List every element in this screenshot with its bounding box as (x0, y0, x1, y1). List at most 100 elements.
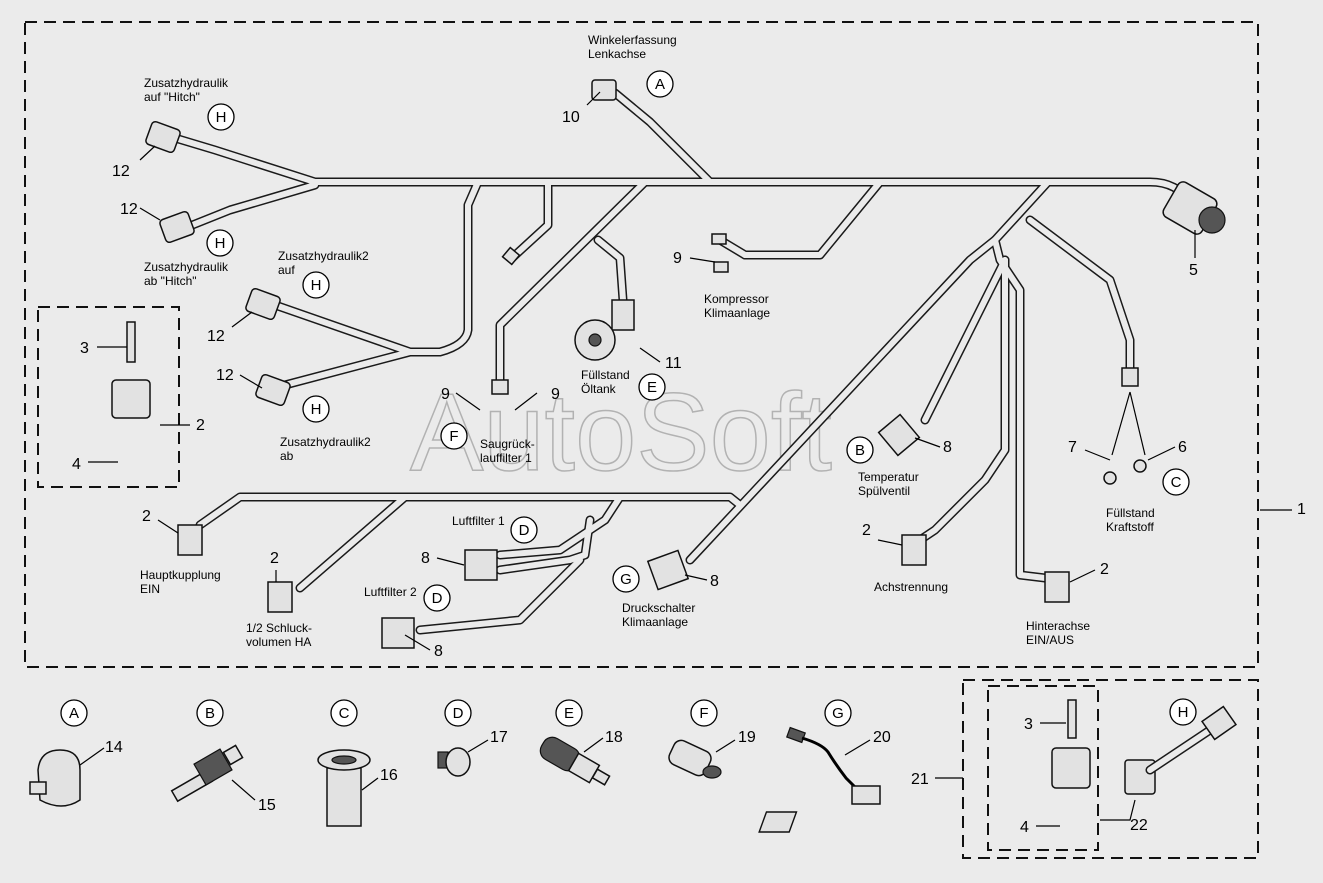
part-number: 8 (710, 573, 719, 590)
label-zh2-auf-2: auf (278, 263, 295, 277)
callout-circle (510, 516, 538, 544)
part-number: 12 (207, 328, 225, 345)
callout-circle (206, 229, 234, 257)
flat-connectors-8 (381, 413, 921, 649)
label-achstrennung: Achstrennung (874, 580, 948, 594)
callout-letter: H (311, 277, 322, 294)
label-winkel-1: Winkelerfassung (588, 33, 677, 47)
label-fuellstand-oel-2: Öltank (581, 382, 617, 396)
label-fuellstand-kraft-2: Kraftstoff (1106, 520, 1154, 534)
ring-terminals (1103, 391, 1147, 485)
label-luftfilter1: Luftfilter 1 (452, 514, 505, 528)
detail-circle (690, 699, 718, 727)
callout-letter: D (432, 590, 443, 607)
hydraulic-connectors (145, 120, 291, 407)
part-number: 22 (1130, 817, 1148, 834)
detail-letter: G (832, 705, 844, 722)
callout-letter: E (647, 379, 657, 396)
part-number: 4 (1020, 819, 1029, 836)
part-number: 8 (943, 439, 952, 456)
part-number: 9 (441, 386, 450, 403)
angle-sensor-14 (29, 749, 81, 807)
detail-circle (330, 699, 358, 727)
label-winkel-2: Lenkachse (588, 47, 646, 61)
callout-circle (646, 70, 674, 98)
watermark: AutoSoft (410, 371, 832, 494)
part-number: 12 (120, 201, 138, 218)
label-schluck-1: 1/2 Schluck- (246, 621, 312, 635)
label-temperatur-2: Spülventil (858, 484, 910, 498)
callout-circle (846, 436, 874, 464)
callout-circle (302, 271, 330, 299)
part-number: 9 (673, 250, 682, 267)
solenoid-inset-frame (37, 306, 180, 488)
label-zh-ab-1: Zusatzhydraulik (144, 260, 229, 274)
part-number: 3 (80, 340, 89, 357)
small-connectors (491, 233, 1139, 395)
part-number: 9 (551, 386, 560, 403)
main-frame (24, 21, 1259, 668)
detail-circle (824, 699, 852, 727)
label-temperatur-1: Temperatur (858, 470, 919, 484)
label-hinterachse-2: EIN/AUS (1026, 633, 1074, 647)
part-number: 10 (562, 109, 580, 126)
label-hauptkupplung-1: Hauptkupplung (140, 568, 221, 582)
detail-circle (444, 699, 472, 727)
air-filter-switch-17 (437, 747, 471, 777)
part-number: 17 (490, 729, 508, 746)
callout-letter: C (1171, 474, 1182, 491)
kit-solenoid (758, 699, 1091, 833)
callout-letter: F (449, 428, 458, 445)
part-number: 12 (112, 163, 130, 180)
detail-letter: F (699, 705, 708, 722)
kit-connector-22 (1124, 705, 1238, 795)
part-number: 18 (605, 729, 623, 746)
part-number: 14 (105, 739, 123, 756)
callout-letter: H (216, 109, 227, 126)
part-number: 11 (665, 355, 682, 372)
part-number: 2 (862, 522, 871, 539)
kit-inner-frame (987, 685, 1099, 851)
part-number: 12 (216, 367, 234, 384)
part-number: 7 (1068, 439, 1077, 456)
label-kompressor-2: Klimaanlage (704, 306, 770, 320)
label-schluck-2: volumen HA (246, 635, 311, 649)
part-number: 1 (1297, 501, 1306, 518)
label-zh2-auf-1: Zusatzhydraulik2 (278, 249, 369, 263)
solenoid-inset (111, 321, 151, 419)
callout-circle (1162, 468, 1190, 496)
part-number: 15 (258, 797, 276, 814)
harness (170, 88, 1195, 635)
solenoid-connectors-2 (177, 524, 1070, 613)
label-zh-auf-1: Zusatzhydraulik (144, 76, 229, 90)
part-number: 2 (1100, 561, 1109, 578)
detail-letter: E (564, 705, 574, 722)
label-saugrueck-2: lauffilter 1 (480, 451, 532, 465)
callout-letter: D (519, 522, 530, 539)
callout-circle (423, 584, 451, 612)
callout-letter: H (311, 401, 322, 418)
label-druckschalter-1: Druckschalter (622, 601, 695, 615)
fuel-level-sensor-16 (317, 749, 371, 827)
oil-level-switch-18 (539, 736, 611, 786)
part-number: 8 (434, 643, 443, 660)
label-saugrueck-1: Saugrück- (480, 437, 535, 451)
detail-circle (555, 699, 583, 727)
connector-plug-5 (1162, 181, 1226, 235)
label-fuellstand-oel-1: Füllstand (581, 368, 630, 382)
part-number: 6 (1178, 439, 1187, 456)
part-number: 19 (738, 729, 756, 746)
callout-circle (612, 565, 640, 593)
connector-10 (591, 79, 617, 101)
part-number: 5 (1189, 262, 1198, 279)
callout-letter: H (215, 235, 226, 252)
leader-lines (88, 91, 1292, 651)
label-luftfilter2: Luftfilter 2 (364, 585, 417, 599)
part-number: 2 (196, 417, 205, 434)
part-number: 20 (873, 729, 891, 746)
detail-letter: C (339, 705, 350, 722)
detail-letter: B (205, 705, 215, 722)
label-fuellstand-kraft-1: Füllstand (1106, 506, 1155, 520)
ac-pressure-switch-20 (786, 726, 881, 805)
